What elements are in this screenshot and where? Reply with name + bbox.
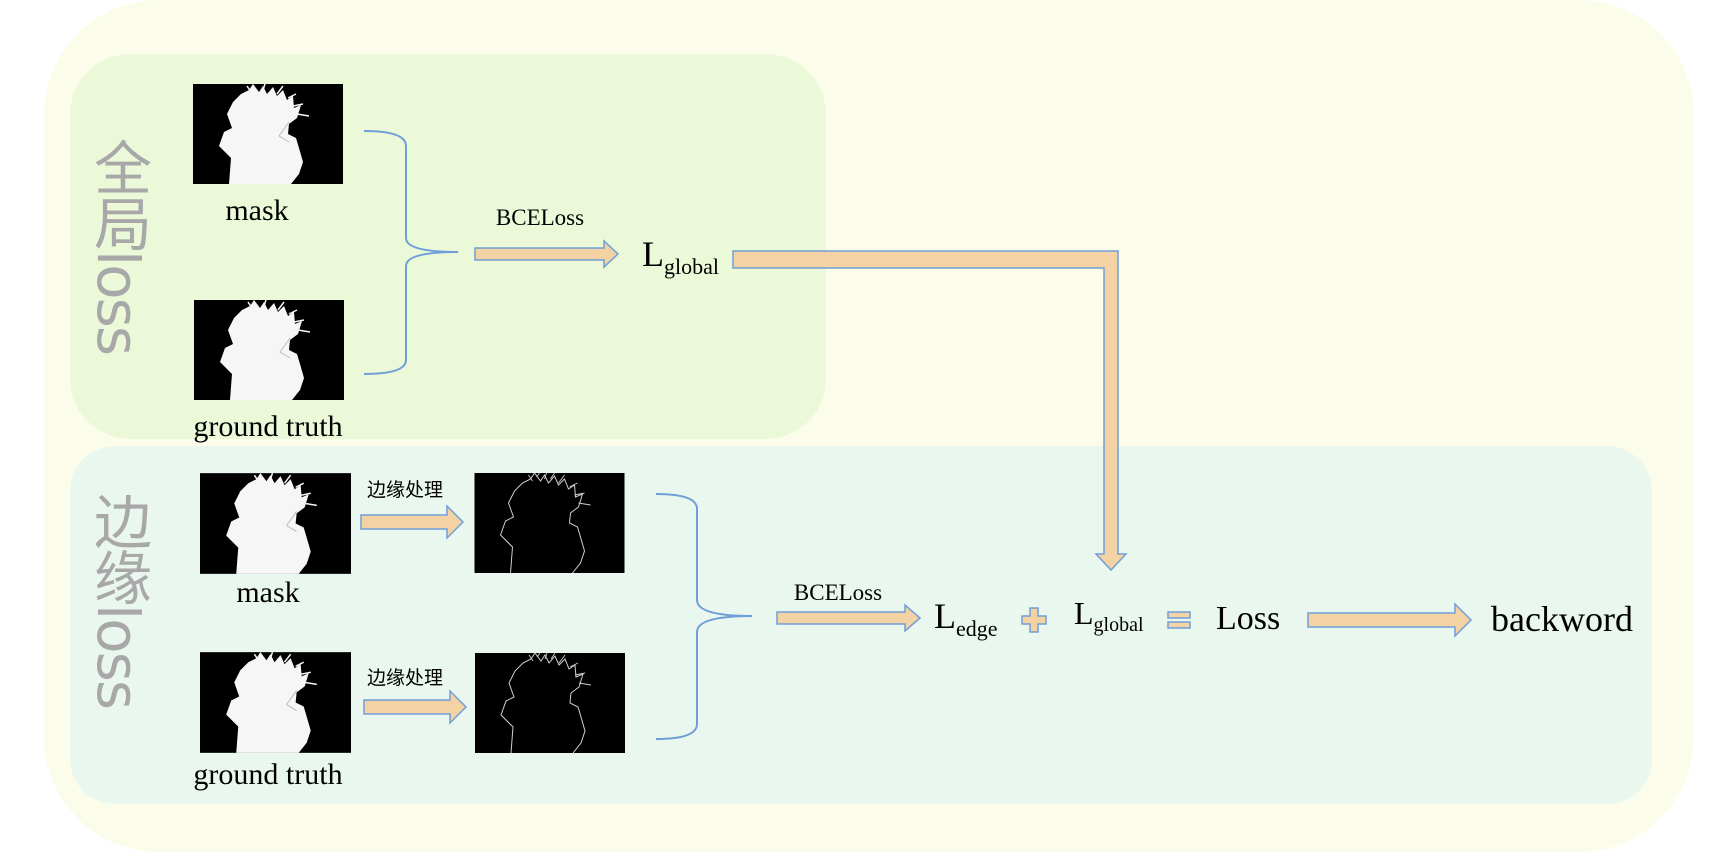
- global-merge-brace: [363, 130, 459, 375]
- edge-section-title: 边缘loss: [84, 492, 152, 708]
- edge-mask-edge-image: [474, 473, 625, 573]
- edge-gt-edge-image: [474, 653, 626, 753]
- global-to-sum-arrow: [732, 250, 1128, 572]
- backword-label: backword: [1491, 599, 1633, 639]
- global-result-label: Lglobal: [642, 234, 719, 279]
- edge-bceloss-arrow: [776, 603, 922, 633]
- equals-sign-bottom: [1167, 621, 1191, 629]
- global-term-label: Lglobal: [1074, 595, 1144, 636]
- edge-mask-label: mask: [236, 576, 299, 609]
- global-gt-label: ground truth: [193, 410, 342, 443]
- global-bceloss-label: BCELoss: [496, 205, 584, 230]
- edge-process-label-bottom: 边缘处理: [367, 667, 443, 689]
- edge-loss-panel: [70, 446, 1652, 804]
- total-loss-label: Loss: [1216, 600, 1280, 637]
- edge-merge-brace: [655, 493, 753, 740]
- edge-result-label: Ledge: [934, 596, 998, 641]
- edge-gt-label: ground truth: [193, 758, 342, 791]
- backward-arrow: [1307, 602, 1473, 638]
- edge-mask-image: [200, 473, 351, 574]
- global-section-title: 全局loss: [84, 138, 152, 354]
- edge-gt-image: [200, 652, 351, 753]
- plus-sign: [1021, 607, 1047, 633]
- global-bceloss-arrow: [474, 239, 620, 269]
- global-mask-label: mask: [225, 194, 288, 227]
- edge-bceloss-label: BCELoss: [794, 580, 882, 605]
- edge-process-label-top: 边缘处理: [367, 479, 443, 501]
- global-loss-panel: [70, 54, 826, 439]
- equals-sign-top: [1167, 611, 1191, 619]
- edge-process-arrow-bottom: [363, 689, 468, 725]
- edge-process-arrow-top: [360, 504, 465, 540]
- global-gt-image: [194, 300, 344, 400]
- global-mask-image: [193, 84, 343, 184]
